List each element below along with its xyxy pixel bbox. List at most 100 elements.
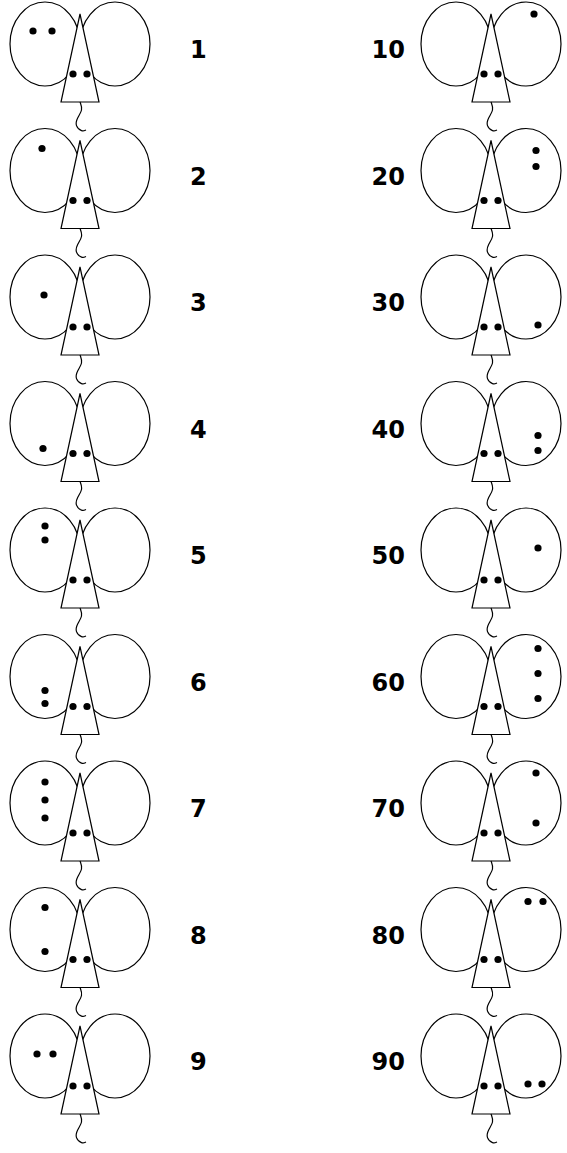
mouse-eye: [83, 1082, 90, 1089]
mouse-eye: [494, 576, 501, 583]
mouse-eye: [480, 956, 487, 963]
mouse-ear: [421, 1014, 491, 1098]
mouse-eye: [83, 323, 90, 330]
mouse-ear: [10, 508, 80, 592]
mouse-tail: [76, 229, 86, 258]
number-label: 9: [190, 1050, 207, 1074]
count-dot: [532, 769, 539, 776]
mouse-ear: [491, 2, 561, 86]
mouse-ear: [491, 635, 561, 719]
mouse-ear: [421, 382, 491, 466]
mouse-eye: [83, 450, 90, 457]
mouse-eye: [480, 323, 487, 330]
number-label: 20: [372, 165, 405, 189]
mouse-eye: [83, 703, 90, 710]
mouse-tail: [76, 608, 86, 637]
mouse-tail: [76, 355, 86, 384]
count-dot: [39, 445, 46, 452]
mouse: [421, 761, 561, 890]
number-label: 4: [190, 418, 207, 442]
mouse-eye: [69, 450, 76, 457]
mouse-nose: [61, 267, 99, 355]
mouse-nose: [472, 267, 510, 355]
mouse-nose: [61, 1026, 99, 1114]
mouse-nose: [472, 900, 510, 988]
mouse: [10, 761, 150, 890]
mouse-ear: [421, 635, 491, 719]
number-label: 80: [372, 924, 405, 948]
mouse: [421, 2, 561, 131]
mouse-nose: [61, 520, 99, 608]
mouse-eye: [494, 450, 501, 457]
mouse-ear: [10, 635, 80, 719]
mouse-eye: [480, 1082, 487, 1089]
mouse-nose: [472, 1026, 510, 1114]
number-label: 70: [372, 797, 405, 821]
count-dot: [41, 796, 48, 803]
mouse-ear: [10, 382, 80, 466]
count-dot: [48, 27, 55, 34]
mouse-eye: [480, 197, 487, 204]
mouse-nose: [61, 900, 99, 988]
mouse-eye: [494, 70, 501, 77]
number-label: 10: [372, 38, 405, 62]
mouse-nose: [61, 647, 99, 735]
mouse-tail: [487, 735, 497, 764]
mouse-ear: [80, 888, 150, 972]
mouse-ear: [491, 1014, 561, 1098]
mouse-eye: [480, 703, 487, 710]
count-dot: [534, 544, 541, 551]
mouse-tail: [487, 861, 497, 890]
mouse-tail: [76, 102, 86, 131]
count-dot: [524, 898, 531, 905]
mouse-ear: [10, 2, 80, 86]
count-dot: [33, 1050, 40, 1057]
mouse-tail: [76, 482, 86, 511]
mouse-tail: [76, 1114, 86, 1143]
mouse: [421, 888, 561, 1017]
number-label: 60: [372, 671, 405, 695]
mouse-eye: [494, 197, 501, 204]
mouse-ear: [80, 1014, 150, 1098]
mouse: [10, 508, 150, 637]
count-dot: [538, 1080, 545, 1087]
mouse-eye: [69, 1082, 76, 1089]
mouse-nose: [61, 773, 99, 861]
count-dot: [41, 904, 48, 911]
mouse-ear: [491, 255, 561, 339]
mouse: [10, 2, 150, 131]
mouse-ear: [421, 255, 491, 339]
mouse: [421, 508, 561, 637]
number-label: 3: [190, 291, 207, 315]
number-label: 6: [190, 671, 207, 695]
count-dot: [534, 432, 541, 439]
count-dot: [41, 814, 48, 821]
mouse-eye: [480, 70, 487, 77]
mouse-tail: [76, 735, 86, 764]
count-dot: [41, 536, 48, 543]
mouse-ear: [421, 129, 491, 213]
mouse-eye: [83, 70, 90, 77]
count-dot: [532, 819, 539, 826]
mouse: [421, 382, 561, 511]
mouse: [10, 888, 150, 1017]
count-dot: [38, 145, 45, 152]
mouse-nose: [472, 141, 510, 229]
number-label: 30: [372, 291, 405, 315]
number-label: 7: [190, 797, 207, 821]
mouse-ear: [80, 508, 150, 592]
mouse-nose: [472, 14, 510, 102]
count-dot: [534, 321, 541, 328]
mouse-nose: [472, 394, 510, 482]
mouse: [10, 129, 150, 258]
count-dot: [41, 778, 48, 785]
mouse-eye: [494, 829, 501, 836]
count-dot: [41, 522, 48, 529]
count-dot: [532, 163, 539, 170]
number-label: 8: [190, 924, 207, 948]
mouse-eye: [69, 829, 76, 836]
mouse: [421, 255, 561, 384]
mouse: [10, 382, 150, 511]
count-dot: [49, 1050, 56, 1057]
